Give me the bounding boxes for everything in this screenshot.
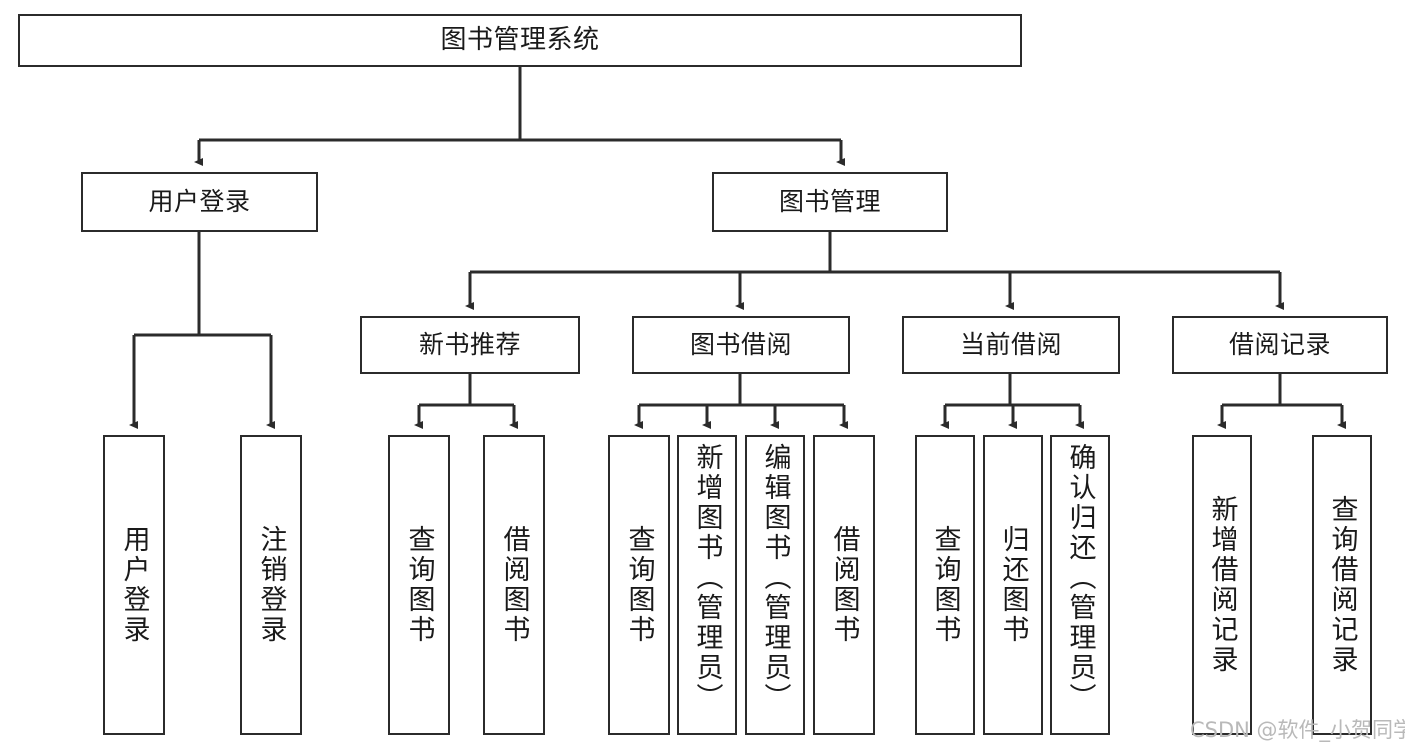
node-book-management[interactable]: 图书管理 [712,172,948,232]
leaf-add-book-admin[interactable]: 新增图书（管理员） [677,435,737,735]
node-label: 归还图书 [997,525,1029,645]
node-label: 确认归还（管理员） [1064,443,1096,713]
node-label: 图书管理 [778,187,881,216]
node-label: 当前借阅 [959,330,1062,359]
node-label: 新书推荐 [418,330,521,359]
leaf-query-book-borrow[interactable]: 查询图书 [608,435,670,735]
node-label: 图书管理系统 [440,24,600,55]
leaf-query-book-current[interactable]: 查询图书 [915,435,975,735]
node-label: 用户登录 [148,187,251,216]
node-label: 查询借阅记录 [1326,495,1358,675]
node-book-borrow[interactable]: 图书借阅 [632,316,850,374]
node-label: 新增图书（管理员） [691,443,723,713]
csdn-watermark: CSDN @软件_小贺同学 [1190,718,1405,742]
leaf-borrow-book[interactable]: 借阅图书 [813,435,875,735]
node-new-book-recommend[interactable]: 新书推荐 [360,316,580,374]
leaf-query-book-recommend[interactable]: 查询图书 [388,435,450,735]
leaf-logout-login[interactable]: 注销登录 [240,435,302,735]
node-label: 图书借阅 [689,330,792,359]
leaf-edit-book-admin[interactable]: 编辑图书（管理员） [745,435,805,735]
node-label: 编辑图书（管理员） [759,443,791,713]
node-borrow-record[interactable]: 借阅记录 [1172,316,1388,374]
node-label: 借阅记录 [1228,330,1331,359]
leaf-user-login[interactable]: 用户登录 [103,435,165,735]
node-label: 查询图书 [929,525,961,645]
node-label: 新增借阅记录 [1206,495,1238,675]
leaf-borrow-book-recommend[interactable]: 借阅图书 [483,435,545,735]
node-user-login[interactable]: 用户登录 [81,172,318,232]
leaf-confirm-return-admin[interactable]: 确认归还（管理员） [1050,435,1110,735]
node-label: 借阅图书 [498,525,530,645]
node-label: 注销登录 [255,525,287,645]
leaf-query-borrow-record[interactable]: 查询借阅记录 [1312,435,1372,735]
node-root-system[interactable]: 图书管理系统 [18,14,1022,67]
node-current-borrow[interactable]: 当前借阅 [902,316,1120,374]
node-label: 查询图书 [623,525,655,645]
node-label: 用户登录 [118,525,150,645]
node-label: 借阅图书 [828,525,860,645]
node-label: 查询图书 [403,525,435,645]
leaf-add-borrow-record[interactable]: 新增借阅记录 [1192,435,1252,735]
leaf-return-book[interactable]: 归还图书 [983,435,1043,735]
